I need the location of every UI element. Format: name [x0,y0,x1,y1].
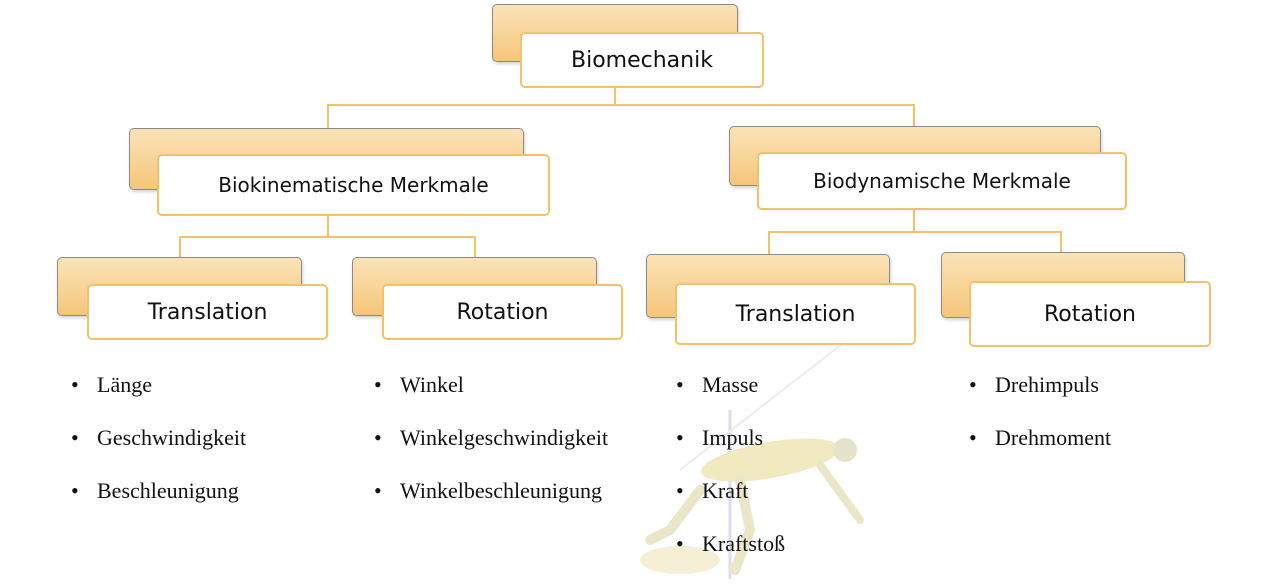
list-item: Winkel [372,372,608,425]
list-dynamik-rotation: Drehimpuls Drehmoment [967,372,1111,478]
node-label: Translation [675,283,916,345]
list-item: Kraftstoß [674,531,785,584]
list-kinematik-rotation: Winkel Winkelgeschwindigkeit Winkelbesch… [372,372,608,531]
list-item: Winkelbeschleunigung [372,478,608,531]
connector-right-child2 [1060,231,1062,253]
node-kinematik-rotation: Rotation [352,257,623,340]
node-label: Biokinematische Merkmale [157,154,550,216]
node-label: Biomechanik [520,32,764,88]
node-label: Rotation [969,281,1211,347]
list-item: Länge [69,372,246,425]
list-item: Winkelgeschwindigkeit [372,425,608,478]
connector-right-down [913,210,915,232]
list-item: Kraft [674,478,785,531]
list-item: Geschwindigkeit [69,425,246,478]
node-label: Translation [87,284,328,340]
connector-left-down [327,214,329,237]
node-label: Rotation [382,284,623,340]
connector-right-bar [768,231,1062,233]
node-label: Biodynamische Merkmale [757,152,1127,210]
list-item: Beschleunigung [69,478,246,531]
node-biodynamische-merkmale: Biodynamische Merkmale [729,126,1127,212]
list-item: Drehmoment [967,425,1111,478]
connector-right-child1 [768,231,770,255]
list-dynamik-translation: Masse Impuls Kraft Kraftstoß [674,372,785,584]
connector-root-down [614,86,616,105]
node-biomechanik: Biomechanik [492,4,764,88]
node-kinematik-translation: Translation [57,257,328,340]
node-dynamik-rotation: Rotation [941,252,1211,347]
list-item: Drehimpuls [967,372,1111,425]
connector-left-bar [179,236,476,238]
connector-level1-bar [327,104,915,106]
connector-left-child2 [474,236,476,258]
list-kinematik-translation: Länge Geschwindigkeit Beschleunigung [69,372,246,531]
node-biokinematische-merkmale: Biokinematische Merkmale [129,128,550,216]
node-dynamik-translation: Translation [646,254,916,345]
list-item: Impuls [674,425,785,478]
connector-left-child1 [179,236,181,258]
list-item: Masse [674,372,785,425]
